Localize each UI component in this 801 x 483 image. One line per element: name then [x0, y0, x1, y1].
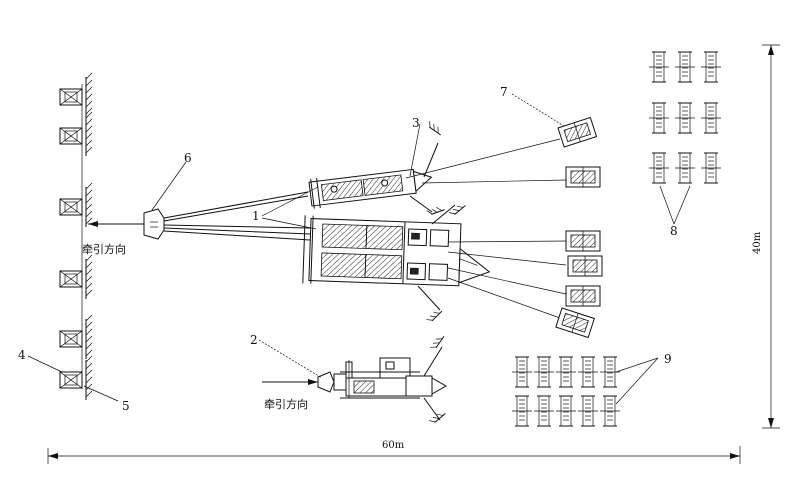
reel-stands: [555, 116, 603, 339]
direction-arrow-lower: [308, 379, 318, 385]
reel-storage-lower: [511, 356, 621, 427]
left-anchors: [59, 72, 93, 401]
leader-lines: [27, 93, 691, 405]
label-5: 5: [122, 399, 130, 413]
puller-distributor: [88, 191, 311, 241]
height-dimension-text: 40m: [752, 231, 763, 254]
label-1: 1: [252, 209, 260, 223]
label-7: 7: [500, 85, 508, 99]
label-2: 2: [250, 333, 258, 347]
height-dimension-line: [762, 44, 780, 429]
label-6: 6: [184, 151, 192, 165]
traction-machine: [262, 357, 448, 399]
label-3: 3: [412, 116, 420, 130]
direction-text-upper: 牵引方向: [82, 242, 126, 256]
direction-arrow-upper: [88, 221, 140, 227]
reel-storage-upper: [648, 51, 722, 184]
tensioner-upper: [308, 168, 433, 209]
tensioner-lower: [302, 215, 491, 287]
conductor-lines: [405, 138, 567, 319]
width-dimension-text: 60m: [382, 440, 405, 451]
direction-text-lower: 牵引方向: [264, 397, 308, 411]
label-4: 4: [18, 348, 26, 362]
label-9: 9: [664, 352, 672, 366]
width-dimension-line: [47, 446, 741, 464]
label-8: 8: [670, 224, 678, 238]
